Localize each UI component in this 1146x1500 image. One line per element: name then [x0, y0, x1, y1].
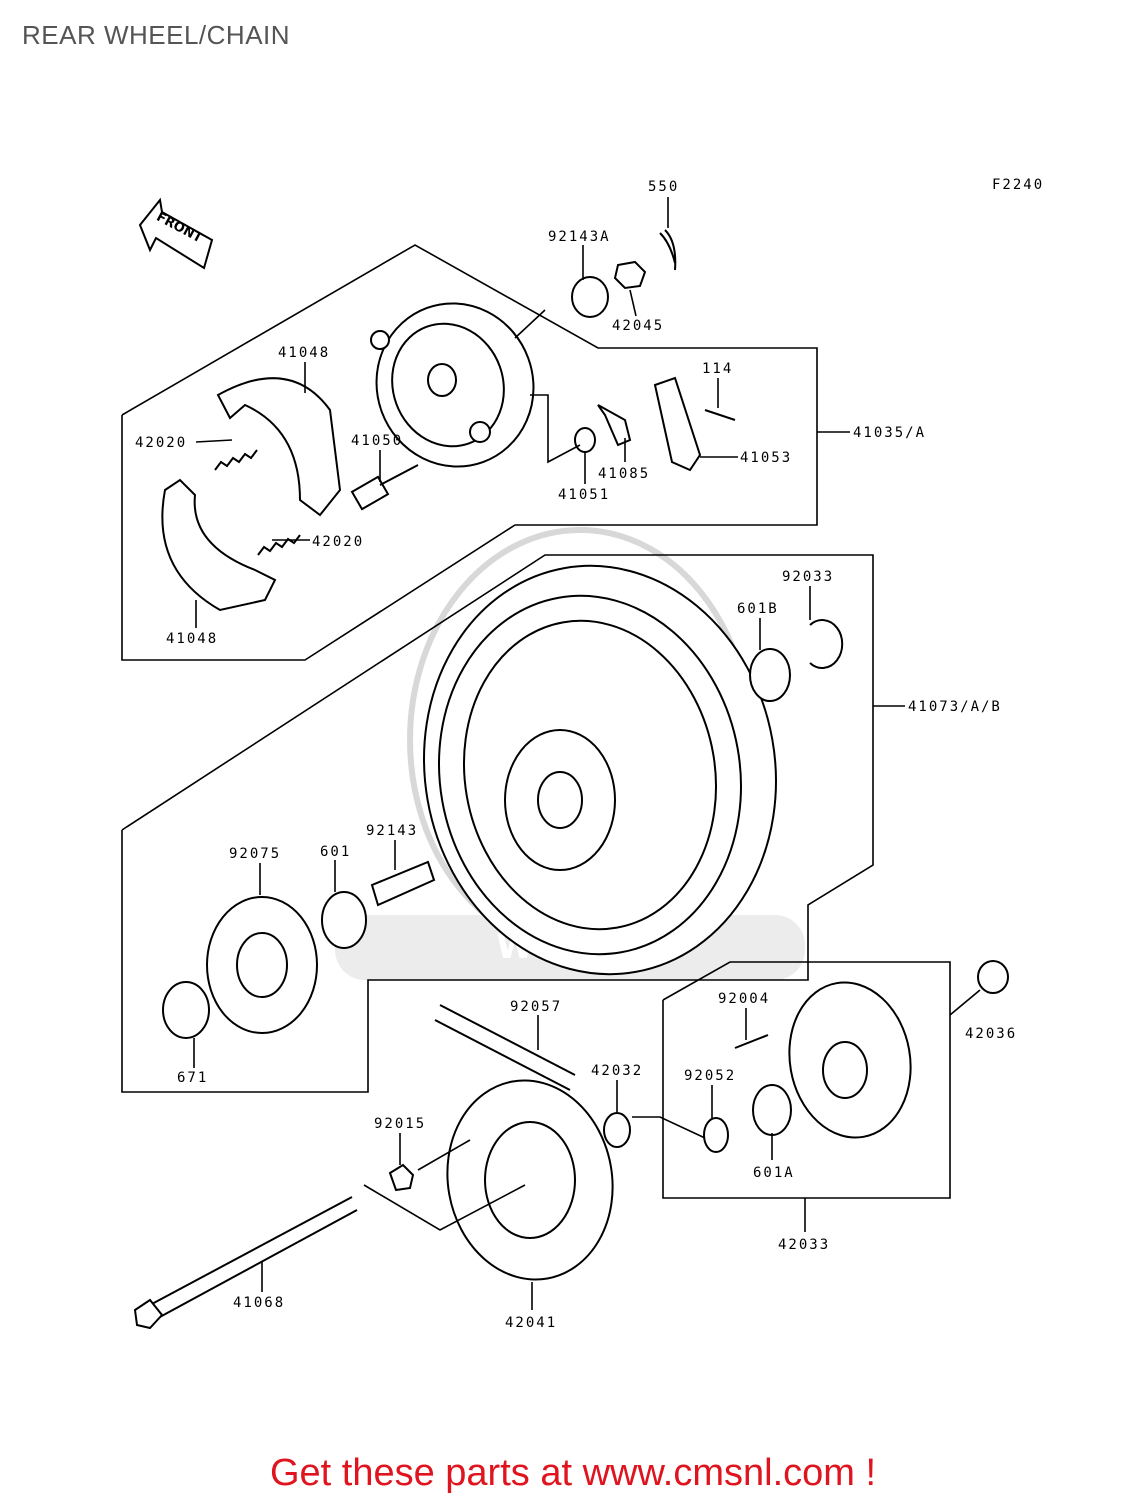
brake-panel-part: [370, 302, 535, 468]
part-label-92143[interactable]: 92143: [366, 823, 418, 839]
circlip-92033-part: [809, 619, 844, 669]
part-label-92143a[interactable]: 92143A: [548, 229, 611, 245]
part-label-41048-lower[interactable]: 41048: [166, 631, 218, 647]
axle-41068-part: [133, 1196, 358, 1330]
brake-shoe-upper-part: [216, 377, 342, 517]
coupling-hub-42033-part: [788, 981, 912, 1139]
part-label-601b[interactable]: 601B: [737, 601, 779, 617]
part-label-41085[interactable]: 41085: [598, 466, 650, 482]
page-title: REAR WHEEL/CHAIN: [22, 20, 291, 50]
part-label-41068[interactable]: 41068: [233, 1295, 285, 1311]
part-label-41048-upper[interactable]: 41048: [278, 345, 330, 361]
washer-92052-part: [703, 1117, 729, 1153]
part-label-92004[interactable]: 92004: [718, 991, 770, 1007]
part-label-601[interactable]: 601: [320, 844, 351, 860]
chain-92057-part: [434, 1004, 576, 1091]
collar-92143a-part: [571, 276, 609, 318]
part-label-41073ab[interactable]: 41073/A/B: [908, 699, 1002, 715]
bearing-601a-part: [752, 1084, 792, 1136]
part-label-41050[interactable]: 41050: [351, 433, 403, 449]
part-label-42036[interactable]: 42036: [965, 1026, 1017, 1042]
part-label-41035a[interactable]: 41035/A: [853, 425, 926, 441]
part-label-42032[interactable]: 42032: [591, 1063, 643, 1079]
part-label-42020-upper[interactable]: 42020: [135, 435, 187, 451]
group-outline-hub: [662, 961, 951, 1199]
part-label-42041[interactable]: 42041: [505, 1315, 557, 1331]
part-label-550[interactable]: 550: [648, 179, 679, 195]
part-label-114[interactable]: 114: [702, 361, 733, 377]
brake-cam-part: [350, 464, 419, 511]
spring-lower-part: [257, 534, 301, 556]
bearing-601-part: [321, 891, 367, 949]
part-label-41053[interactable]: 41053: [740, 450, 792, 466]
o-ring-671-part: [162, 981, 210, 1039]
group-outline-brake-panel: [121, 244, 818, 661]
part-label-92033[interactable]: 92033: [782, 569, 834, 585]
part-label-92015[interactable]: 92015: [374, 1116, 426, 1132]
figure-code: F2240: [992, 177, 1044, 193]
footer-link[interactable]: Get these parts at www.cmsnl.com !: [269, 1452, 877, 1494]
stud-92004-part: [734, 1034, 769, 1049]
part-label-92057[interactable]: 92057: [510, 999, 562, 1015]
part-label-42045[interactable]: 42045: [612, 318, 664, 334]
front-arrow-icon: FRONT: [138, 197, 214, 270]
seal-41051-part: [574, 427, 596, 453]
collar-92143-part: [370, 860, 436, 907]
cotter-pin-550-part: [659, 229, 677, 271]
bolt-114-part: [704, 409, 736, 421]
part-label-92075[interactable]: 92075: [229, 846, 281, 862]
leader-lines: [193, 197, 981, 1310]
part-label-601a[interactable]: 601A: [753, 1165, 795, 1181]
part-label-671[interactable]: 671: [177, 1070, 208, 1086]
exploded-parts-diagram: WWW.C FRONT: [121, 177, 1044, 1331]
rear-wheel-part: [423, 564, 777, 976]
collar-42032-part: [603, 1112, 631, 1148]
part-label-42020-lower[interactable]: 42020: [312, 534, 364, 550]
nut-42045-part: [613, 260, 647, 290]
nut-42036-part: [977, 960, 1009, 994]
group-outline-wheel: [121, 554, 874, 1093]
part-label-42033[interactable]: 42033: [778, 1237, 830, 1253]
bearing-601b-part: [749, 648, 791, 702]
damper-92075-part: [206, 896, 318, 1034]
part-label-92052[interactable]: 92052: [684, 1068, 736, 1084]
nut-92015-part: [388, 1163, 415, 1192]
sprocket-42041-part: [446, 1079, 614, 1281]
indicator-41085-part: [597, 404, 632, 447]
spring-upper-part: [214, 449, 258, 471]
brake-shoe-lower-part: [161, 478, 277, 612]
part-label-41051[interactable]: 41051: [558, 487, 610, 503]
brake-lever-41053-part: [653, 376, 702, 472]
